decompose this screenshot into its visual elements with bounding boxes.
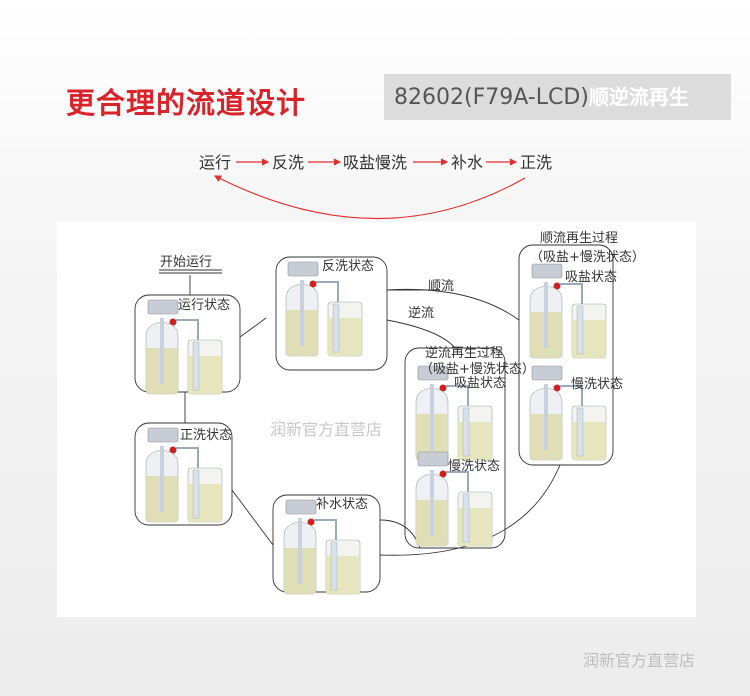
forward-slow-rinse-label: 慢洗状态: [571, 376, 623, 392]
forward-regen-title: 顺流再生过程: [540, 231, 618, 246]
forward-regen-subtitle: （吸盐+慢洗状态）: [530, 249, 645, 265]
model-banner: 82602(F79A-LCD)顺逆流再生: [384, 74, 731, 120]
flow-step-brine: 吸盐慢洗: [343, 153, 407, 172]
model-suffix: 顺逆流再生: [588, 85, 689, 109]
page-title: 更合理的流道设计: [66, 86, 307, 120]
upflow-label: 逆流: [408, 305, 434, 321]
backwash-box: [275, 256, 388, 371]
reverse-regen-title: 逆流再生过程: [425, 345, 503, 361]
start-label: 开始运行: [160, 255, 212, 270]
run-label: 运行状态: [178, 298, 230, 313]
watermark-center: 润新官方直营店: [270, 420, 383, 439]
process-flow: 运行 反洗 吸盐慢洗 补水 正洗: [199, 153, 552, 220]
forward-brine-label: 吸盐状态: [565, 270, 617, 285]
downflow-label: 顺流: [428, 279, 454, 294]
reverse-slow-rinse-label: 慢洗状态: [448, 458, 500, 474]
watermark-corner: 润新官方直营店: [583, 651, 696, 670]
backwash-label: 反洗状态: [322, 259, 374, 274]
refill-label: 补水状态: [316, 497, 368, 512]
flow-step-refill: 补水: [451, 153, 483, 172]
flow-step-backwash: 反洗: [272, 153, 304, 172]
flow-step-run: 运行: [199, 153, 231, 172]
rinse-label: 正洗状态: [180, 428, 232, 443]
reverse-brine-label: 吸盐状态: [454, 376, 506, 391]
flow-return-arrow: [213, 175, 526, 220]
rinse-box: [134, 422, 233, 526]
reverse-regen-subtitle: （吸盐+慢洗状态）: [420, 361, 535, 377]
model-number: 82602(F79A-LCD): [394, 85, 589, 110]
run-box: [134, 294, 241, 393]
forward-regen-box: [518, 244, 614, 466]
flow-step-rinse: 正洗: [520, 153, 552, 172]
